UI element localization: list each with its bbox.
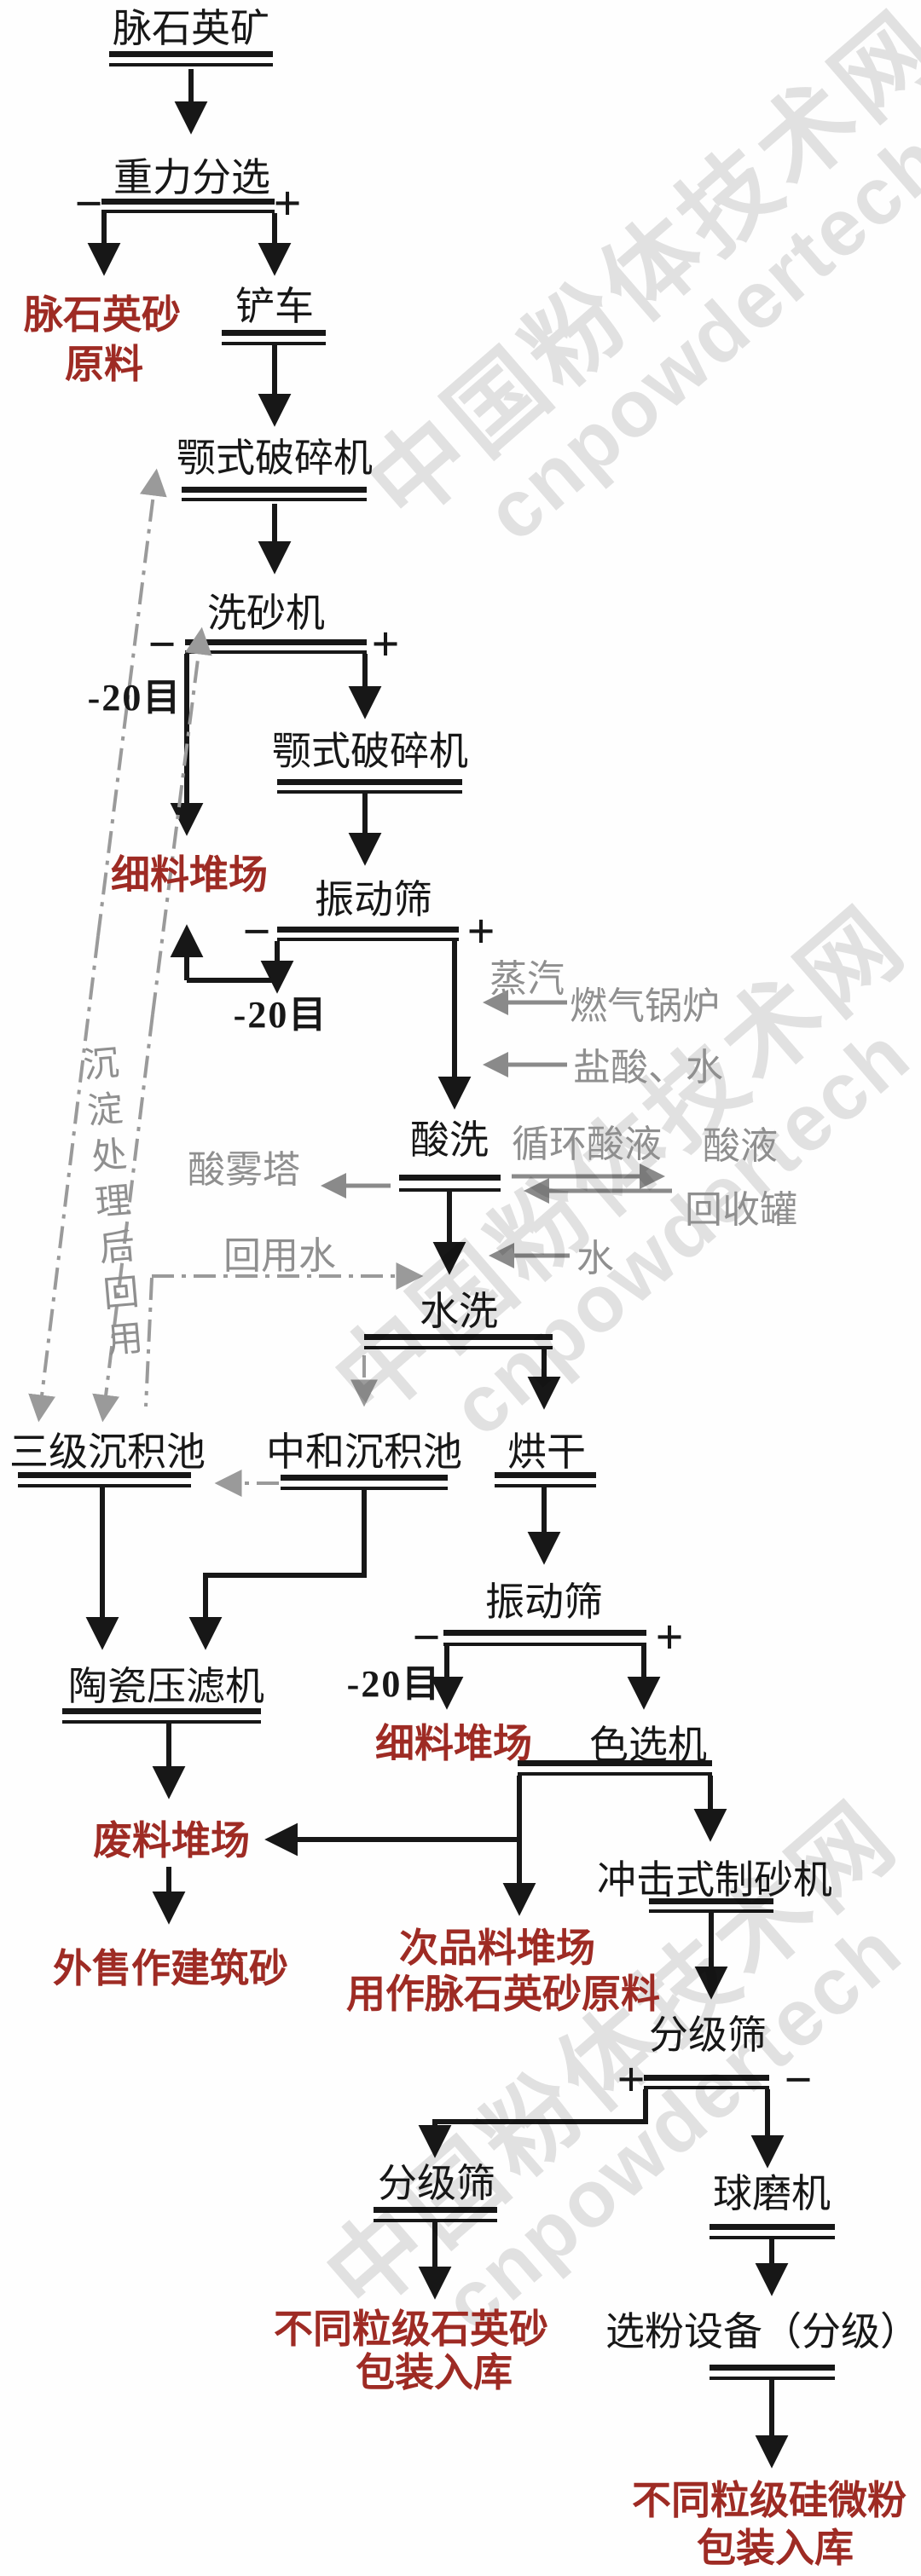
node-neutralization-pool: 中和沉积池 [266,1430,462,1474]
node-underlines [18,51,835,2380]
node-plus-sand-washer: + [371,616,400,672]
node-ball-mill: 球磨机 [713,2172,831,2215]
node-acid-mist-tower: 酸雾塔 [188,1149,300,1191]
node-acid-recovery-tank: 回收罐 [685,1189,797,1231]
node-ceramic-filter-press: 陶瓷压滤机 [68,1665,264,1708]
node-fines-stockpile-2: 细料堆场 [375,1722,532,1765]
node-acid-liquid: 酸液 [703,1125,778,1167]
node-mine: 脉石英矿 [113,7,269,50]
node-impact-sand-maker: 冲击式制砂机 [597,1858,832,1902]
node-classifier-screen-2: 分级筛 [378,2162,495,2205]
node-mesh-minus20-3: -20目 [346,1663,442,1705]
node-sold-as-construction-sand: 外售作建筑砂 [53,1947,288,1990]
node-waste-stockpile: 废料堆场 [93,1819,250,1863]
gray-utility-arrows [321,990,672,1268]
node-steam: 蒸汽 [489,958,565,1000]
node-jaw-crusher-2: 颚式破碎机 [272,730,468,773]
node-sedimentation-pool-3: 三级沉积池 [9,1430,206,1474]
node-minus-gravity: − [74,176,103,231]
node-plus-classifier: + [617,2052,646,2107]
node-substandard-stockpile-line1: 次品料堆场 [399,1926,595,1970]
node-hydrochloric-acid-water: 盐酸、水 [573,1047,723,1089]
node-vibrating-screen-1: 振动筛 [315,878,432,921]
node-plus-screen-2: + [655,1609,684,1665]
node-classifier-screen-1: 分级筛 [649,2013,767,2057]
node-drying: 烘干 [507,1430,586,1474]
node-plus-screen-1: + [466,904,495,959]
node-substandard-stockpile-line2: 用作脉石英砂原料 [346,1972,660,2016]
node-powder-classifier: 选粉设备（分级） [605,2310,919,2354]
recycle-dash-lines [28,468,424,1497]
node-minus-screen-1: − [242,904,271,959]
node-micro-powder-packing-line1: 不同粒级硅微粉 [632,2479,907,2522]
node-plus-gravity: + [273,176,302,231]
node-acid-wash: 酸洗 [410,1118,489,1162]
node-raw-quartz-sand-line1: 脉石英砂 [24,293,181,337]
node-minus-sand-washer: − [148,616,177,672]
node-minus-screen-2: − [412,1609,441,1665]
node-fines-stockpile-1: 细料堆场 [111,853,268,897]
node-raw-quartz-sand-line2: 原料 [65,343,143,386]
node-sand-washer: 洗砂机 [207,592,325,635]
node-minus-classifier: − [784,2052,813,2107]
node-color-sorter: 色选机 [589,1724,707,1767]
node-jaw-crusher-1: 颚式破碎机 [177,436,373,480]
node-water-wash: 水洗 [420,1290,498,1333]
node-circulating-acid: 循环酸液 [512,1123,662,1165]
black-flow-arrows [85,69,789,2469]
node-vibrating-screen-2: 振动筛 [485,1580,603,1624]
node-water: 水 [576,1238,614,1279]
node-quartz-sand-packing-line1: 不同粒级石英砂 [274,2307,548,2351]
node-gas-boiler: 燃气锅炉 [570,985,720,1027]
node-reuse-water: 回用水 [223,1235,336,1277]
node-gravity-separation: 重力分选 [113,156,270,199]
node-micro-powder-packing-line2: 包装入库 [697,2527,854,2570]
node-mesh-minus20-1: -20目 [87,677,182,719]
node-mesh-minus20-2: -20目 [233,994,328,1036]
node-quartz-sand-packing-line2: 包装入库 [356,2351,513,2394]
node-loader: 铲车 [235,285,314,328]
